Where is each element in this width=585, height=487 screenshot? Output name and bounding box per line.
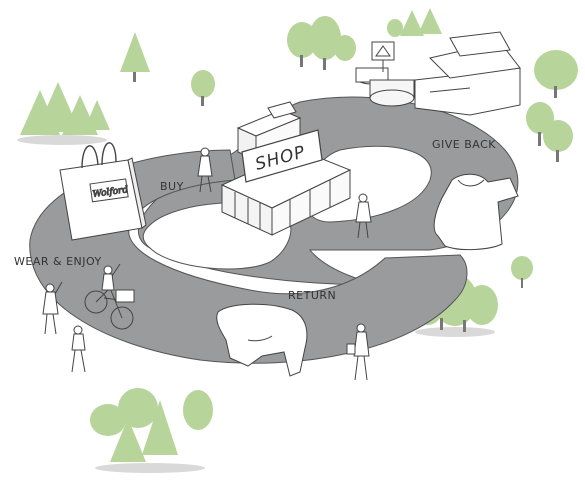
label-give-back: GIVE BACK <box>432 138 496 151</box>
tree-cluster-right <box>511 50 578 288</box>
shopping-bag: Wolford <box>60 143 146 240</box>
tree-cluster-bottom <box>90 388 213 473</box>
tree-cluster-top-left <box>17 82 110 145</box>
tree-cluster-top-center <box>287 8 442 70</box>
sweater-return <box>217 304 307 376</box>
label-wear-enjoy: WEAR & ENJOY <box>14 255 102 268</box>
factory-buildings <box>356 32 520 115</box>
label-buy: BUY <box>160 180 184 193</box>
label-return: RETURN <box>288 289 336 302</box>
tree-cluster-top-small <box>120 32 215 106</box>
person-child <box>72 326 85 372</box>
